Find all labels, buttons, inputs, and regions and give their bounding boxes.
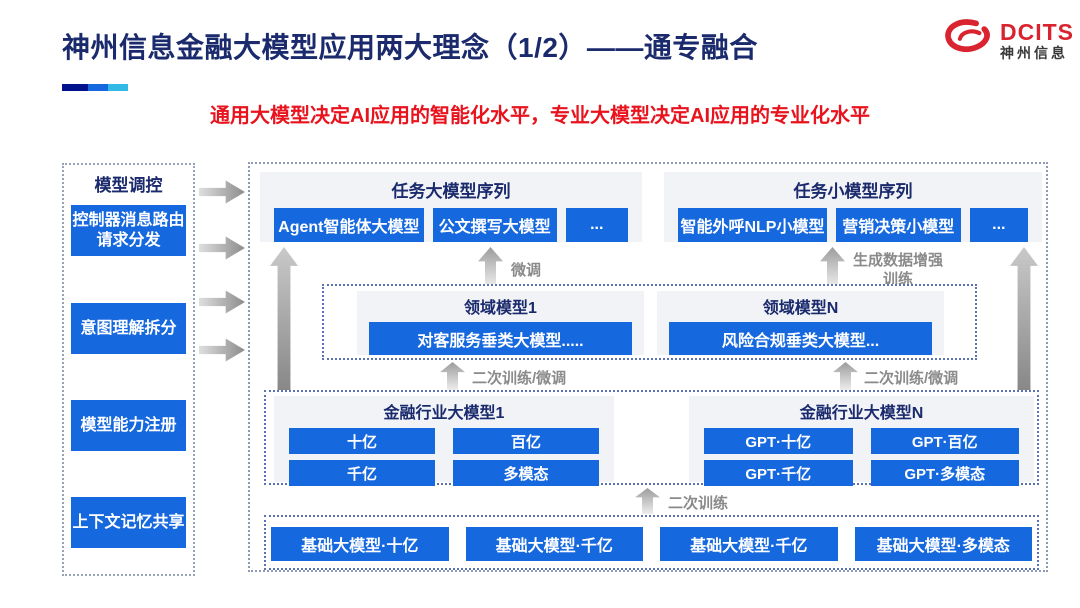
arrow-up-retrain-left-icon [440,362,465,390]
model-node-customer-service: 对客服务垂类大模型..... [369,322,632,355]
arrow-up-gendata-icon [820,247,845,287]
model-node-100b: 千亿 [289,460,435,486]
model-node-more: ... [565,208,628,242]
model-node-gpt-100b: GPT·千亿 [704,460,853,486]
task-small-model-title: 任务小模型序列 [793,182,913,201]
industry-model-n-panel: 金融行业大模型N GPT·十亿 GPT·百亿 GPT·千亿 GPT·多模态 [689,396,1034,486]
model-control-item-register: 模型能力注册 [71,400,186,451]
task-large-model-panel: 任务大模型序列 Agent智能体大模型 公文撰写大模型 ... [260,172,642,242]
model-control-panel: 模型调控 控制器消息路由请求分发 意图理解拆分 模型能力注册 上下文记忆共享 [62,163,195,576]
model-control-title: 模型调控 [94,176,163,195]
model-node-more: ... [969,208,1029,242]
model-control-item-intent: 意图理解拆分 [71,303,186,354]
industry-model-1-title: 金融行业大模型1 [383,405,505,422]
domain-model-1-title: 领域模型1 [464,300,537,317]
model-node-multimodal: 多模态 [453,460,599,486]
model-control-item-context: 上下文记忆共享 [71,497,186,548]
task-large-model-title: 任务大模型序列 [391,182,511,201]
model-node-outbound-nlp: 智能外呼NLP小模型 [678,208,827,242]
domain-model-n-title: 领域模型N [762,300,839,317]
title-accent-bar [62,84,128,91]
industry-model-n-title: 金融行业大模型N [799,405,924,422]
arrow-up-tall-right-icon [1010,247,1038,392]
arrow-up-tall-left-icon [270,247,298,392]
architecture-box: 任务大模型序列 Agent智能体大模型 公文撰写大模型 ... 任务小模型序列 … [248,162,1048,572]
model-node-foundation-1b: 基础大模型·十亿 [271,527,449,561]
industry-model-1-panel: 金融行业大模型1 十亿 百亿 千亿 多模态 [274,396,614,486]
domain-model-1-panel: 领域模型1 对客服务垂类大模型..... [357,291,644,355]
label-finetune: 微调 [511,262,542,279]
page-subtitle: 通用大模型决定AI应用的智能化水平，专业大模型决定AI应用的专业化水平 [210,105,870,127]
model-node-gpt-1b: GPT·十亿 [704,428,853,454]
label-retrain-finetune-left: 二次训练/微调 [472,370,567,387]
accent-bar-segment-blue [88,84,108,91]
accent-bar-segment-cyan [108,84,128,91]
foundation-model-box: 基础大模型·十亿 基础大模型·千亿 基础大模型·千亿 基础大模型·多模态 [264,515,1039,570]
arrow-up-finetune-icon [478,247,503,287]
flow-arrow-right-icon [199,180,245,204]
model-node-gpt-multimodal: GPT·多模态 [870,460,1019,486]
model-node-10b: 百亿 [453,428,599,454]
model-node-risk-compliance: 风险合规垂类大模型... [669,322,932,355]
domain-model-n-panel: 领域模型N 风险合规垂类大模型... [657,291,944,355]
model-node-marketing: 营销决策小模型 [835,208,961,242]
model-node-foundation-multimodal: 基础大模型·多模态 [854,527,1032,561]
model-node-1b: 十亿 [289,428,435,454]
model-node-gpt-10b: GPT·百亿 [870,428,1019,454]
flow-arrow-right-icon [199,290,245,314]
logo-brand-text: DCITS [1000,19,1074,46]
model-node-foundation-100b: 基础大模型·千亿 [465,527,643,561]
label-retrain-finetune-right: 二次训练/微调 [864,370,959,387]
company-logo: DCITS 神州信息 [942,16,1074,65]
task-small-model-panel: 任务小模型序列 智能外呼NLP小模型 营销决策小模型 ... [664,172,1042,242]
model-control-item-router: 控制器消息路由请求分发 [71,205,186,256]
industry-model-box: 金融行业大模型1 十亿 百亿 千亿 多模态 金融行业大模型N GPT·十亿 GP… [264,390,1039,486]
model-node-document-writing: 公文撰写大模型 [432,208,557,242]
accent-bar-segment-navy [62,84,88,91]
domain-model-box: 领域模型1 对客服务垂类大模型..... 领域模型N 风险合规垂类大模型... [322,284,977,360]
page-title: 神州信息金融大模型应用两大理念（1/2）——通专融合 [62,32,758,63]
flow-arrow-right-icon [199,236,245,260]
arrow-up-retrain-right-icon [833,362,858,390]
label-retrain: 二次训练 [668,495,729,512]
logo-swirl-icon [942,16,994,65]
arrow-up-retrain-mid-icon [635,488,660,514]
flow-arrow-right-icon [199,338,245,362]
logo-brand-cn: 神州信息 [1000,45,1068,62]
model-node-foundation-100b-2: 基础大模型·千亿 [660,527,838,561]
model-node-agent: Agent智能体大模型 [274,208,424,242]
label-gendata-training: 生成数据增强训练 [852,252,943,288]
